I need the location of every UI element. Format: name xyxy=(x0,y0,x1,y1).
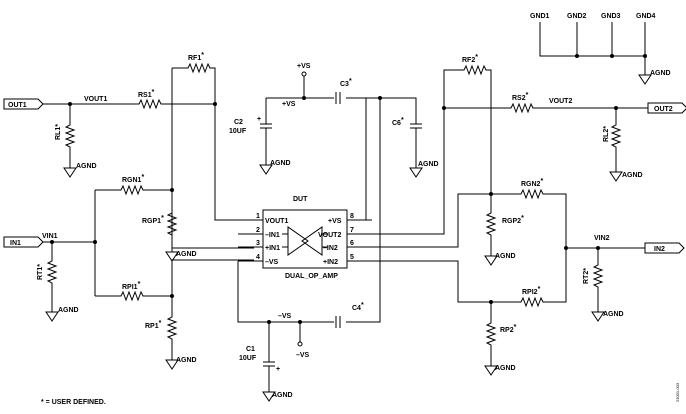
out2-port: OUT2 xyxy=(647,102,686,114)
pin-3-name: +IN1 xyxy=(265,245,280,252)
pin-1-name: VOUT1 xyxy=(265,218,288,225)
out2-label: OUT2 xyxy=(654,106,673,113)
pin-8-num: 8 xyxy=(350,213,354,220)
out1-port: OUT1 xyxy=(3,98,44,110)
gnd3-label: GND3 xyxy=(601,13,621,20)
in2-label: IN2 xyxy=(654,246,665,253)
rgn2-label: RGN2* xyxy=(521,178,543,188)
agnd-c2: AGND xyxy=(270,160,291,167)
c1-plus: + xyxy=(276,366,280,373)
pin-5-num: 5 xyxy=(350,254,354,261)
vout1-net: VOUT1 xyxy=(84,96,107,103)
footnote: * = USER DEFINED. xyxy=(41,399,106,406)
opamp2-icon xyxy=(301,226,328,256)
rpi1-label: RPI1* xyxy=(122,281,141,291)
pos-supply-top: +VS xyxy=(297,63,311,70)
vout2-net: VOUT2 xyxy=(549,98,572,105)
pin-7-name: VOUT2 xyxy=(318,232,341,239)
c2-plus: + xyxy=(257,116,261,123)
opamp1-icon xyxy=(282,226,309,256)
rt1-label: RT1* xyxy=(37,264,44,280)
agnd-rgp1: AGND xyxy=(176,251,197,258)
agnd-rp1: AGND xyxy=(176,357,197,364)
agnd-rl2: AGND xyxy=(622,172,643,179)
in1-port: IN1 xyxy=(3,236,44,248)
agnd-rt2: AGND xyxy=(603,311,624,318)
figure-id: 23001-003 xyxy=(675,382,680,402)
c2-label: C2 xyxy=(234,119,243,126)
rp2-label: RP2* xyxy=(500,324,517,334)
gnd1-label: GND1 xyxy=(530,13,550,20)
rs1-label: RS1* xyxy=(138,89,155,99)
rt2-label: RT2* xyxy=(583,268,590,284)
gnd4-label: GND4 xyxy=(636,13,656,20)
rgp2-label: RGP2* xyxy=(502,215,524,225)
pin-2-name: –IN1 xyxy=(265,232,280,239)
agnd-c1: AGND xyxy=(272,392,293,399)
dut-title: DUT xyxy=(293,196,308,203)
in1-label: IN1 xyxy=(10,240,21,247)
ground-bus: GND1 GND2 GND3 GND4 AGND xyxy=(530,13,671,85)
rf1-label: RF1* xyxy=(188,52,204,62)
c1-value: 10UF xyxy=(239,355,257,362)
pin-5-name: +IN2 xyxy=(323,259,338,266)
agnd-c6: AGND xyxy=(418,161,439,168)
c4-label: C4* xyxy=(352,302,364,312)
gnd2-label: GND2 xyxy=(567,13,587,20)
rs2-label: RS2* xyxy=(512,92,529,102)
agnd-rt1: AGND xyxy=(58,307,79,314)
rf2-label: RF2* xyxy=(462,54,478,64)
c6-label: C6* xyxy=(392,117,404,127)
dut-block: DUT DUAL_OP_AMP 1 VOUT1 2 –IN1 3 +IN1 4 … xyxy=(238,196,372,280)
pin-4-num: 4 xyxy=(256,254,260,261)
vin2-net: VIN2 xyxy=(594,235,610,242)
pin-7-num: 7 xyxy=(350,227,354,234)
dut-part: DUAL_OP_AMP xyxy=(285,273,338,280)
pin-3-num: 3 xyxy=(256,240,260,247)
rpi2-label: RPI2* xyxy=(522,286,541,296)
pin-2-num: 2 xyxy=(256,227,260,234)
agnd-label: AGND xyxy=(650,70,671,77)
c2-value: 10UF xyxy=(229,128,247,135)
pos-supply-mid: +VS xyxy=(282,101,296,108)
rl2-label: RL2* xyxy=(603,126,610,142)
in2-port: IN2 xyxy=(644,242,685,254)
pin-6-name: –IN2 xyxy=(323,245,338,252)
rgp1-label: RGP1* xyxy=(142,215,164,225)
agnd-rp2: AGND xyxy=(495,365,516,372)
pin-1-num: 1 xyxy=(256,213,260,220)
neg-supply-top: –VS xyxy=(278,313,292,320)
pin-6-num: 6 xyxy=(350,240,354,247)
rp1-label: RP1* xyxy=(145,320,162,330)
c1-label: C1 xyxy=(246,346,255,353)
vin1-net: VIN1 xyxy=(42,233,58,240)
rgn1-label: RGN1* xyxy=(122,174,144,184)
neg-supply-bottom: –VS xyxy=(296,352,310,359)
rl1-label: RL1* xyxy=(55,124,62,140)
agnd-rgp2: AGND xyxy=(495,253,516,260)
agnd-rl1: AGND xyxy=(76,163,97,170)
out1-label: OUT1 xyxy=(8,102,27,109)
pin-8-name: +VS xyxy=(328,218,342,225)
c3-label: C3* xyxy=(340,78,352,88)
pin-4-name: –VS xyxy=(265,259,279,266)
